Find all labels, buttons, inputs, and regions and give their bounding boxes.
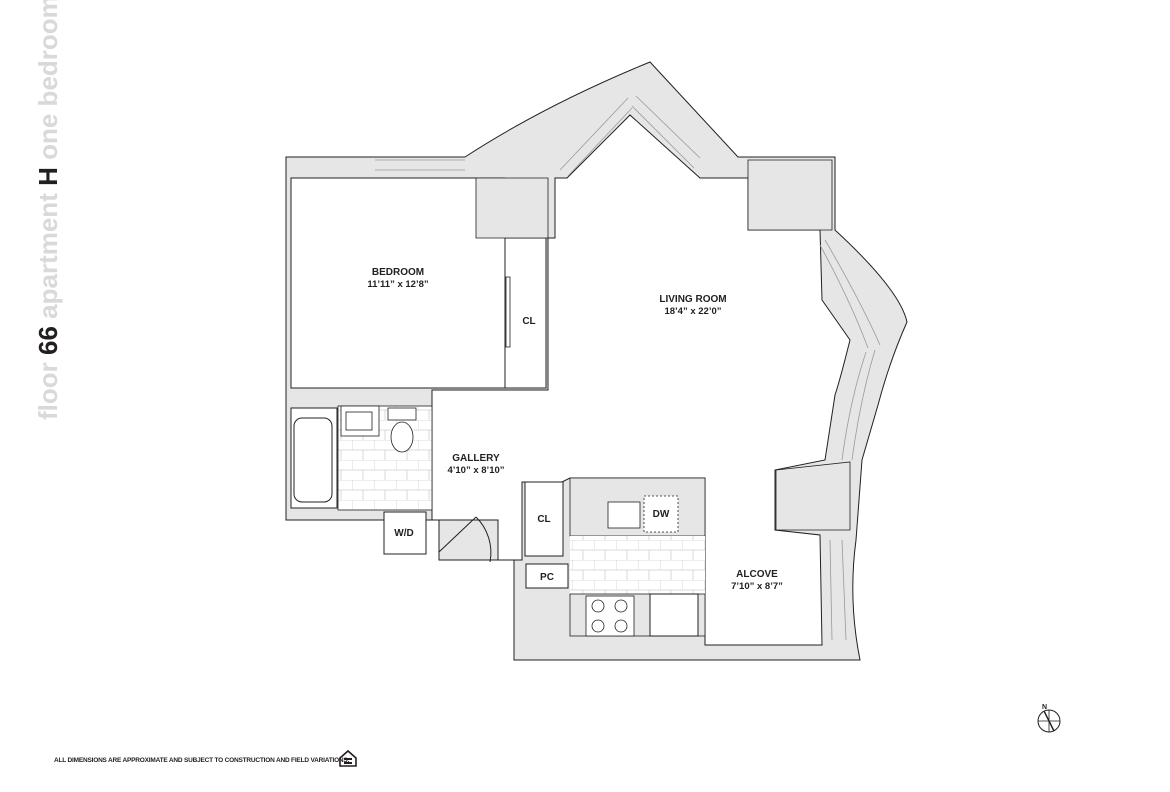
column-lower [775, 461, 851, 531]
gallery-dims: 4’10” x 8’10” [447, 465, 504, 476]
alcove-dims: 7’10” x 8’7” [731, 581, 783, 592]
window-alcove [829, 539, 847, 641]
window-bedroom [375, 159, 465, 171]
pantry-closet-area [525, 563, 569, 589]
living-room-label: LIVING ROOM [659, 294, 726, 305]
cooktop [585, 595, 635, 637]
compass-north-label: N [1042, 704, 1047, 711]
bathtub-basin [293, 417, 333, 503]
bedroom-area [290, 177, 506, 389]
kitchen-sink [607, 501, 641, 529]
gallery-closet-area [524, 481, 564, 557]
kitchen-floor [570, 536, 705, 594]
column-right [747, 159, 833, 231]
toilet-tank [387, 407, 417, 421]
bedroom-closet-area [504, 237, 547, 389]
toilet-bowl [390, 421, 414, 453]
alcove-label: ALCOVE [736, 569, 778, 580]
washer-dryer-label: W/D [394, 528, 413, 539]
bedroom-dims: 11’11” x 12’8” [367, 279, 429, 290]
washer-dryer-closet [383, 511, 427, 555]
dishwasher [643, 495, 679, 533]
living-area [431, 114, 851, 646]
entry-door [438, 516, 492, 563]
closet-rod [505, 276, 511, 348]
disclaimer-text: ALL DIMENSIONS ARE APPROXIMATE AND SUBJE… [54, 757, 350, 764]
pantry-closet-label: PC [540, 572, 554, 583]
gallery-label: GALLERY [452, 453, 500, 464]
window-living-left [559, 97, 633, 177]
north-compass-icon: N [1037, 704, 1061, 733]
window-right-lower [841, 349, 876, 461]
gallery-closet-label: CL [537, 514, 550, 525]
window-right-wall [819, 239, 881, 349]
bedroom-label: BEDROOM [372, 267, 424, 278]
equal-housing-icon [339, 749, 357, 767]
living-room-dims: 18’4” x 22’0” [664, 306, 721, 317]
bedroom-closet-label: CL [522, 316, 535, 327]
bath-sink [345, 411, 373, 431]
window-living-right [631, 95, 701, 169]
dishwasher-label: DW [653, 509, 670, 520]
refrigerator [649, 593, 699, 637]
column-top [475, 177, 549, 239]
